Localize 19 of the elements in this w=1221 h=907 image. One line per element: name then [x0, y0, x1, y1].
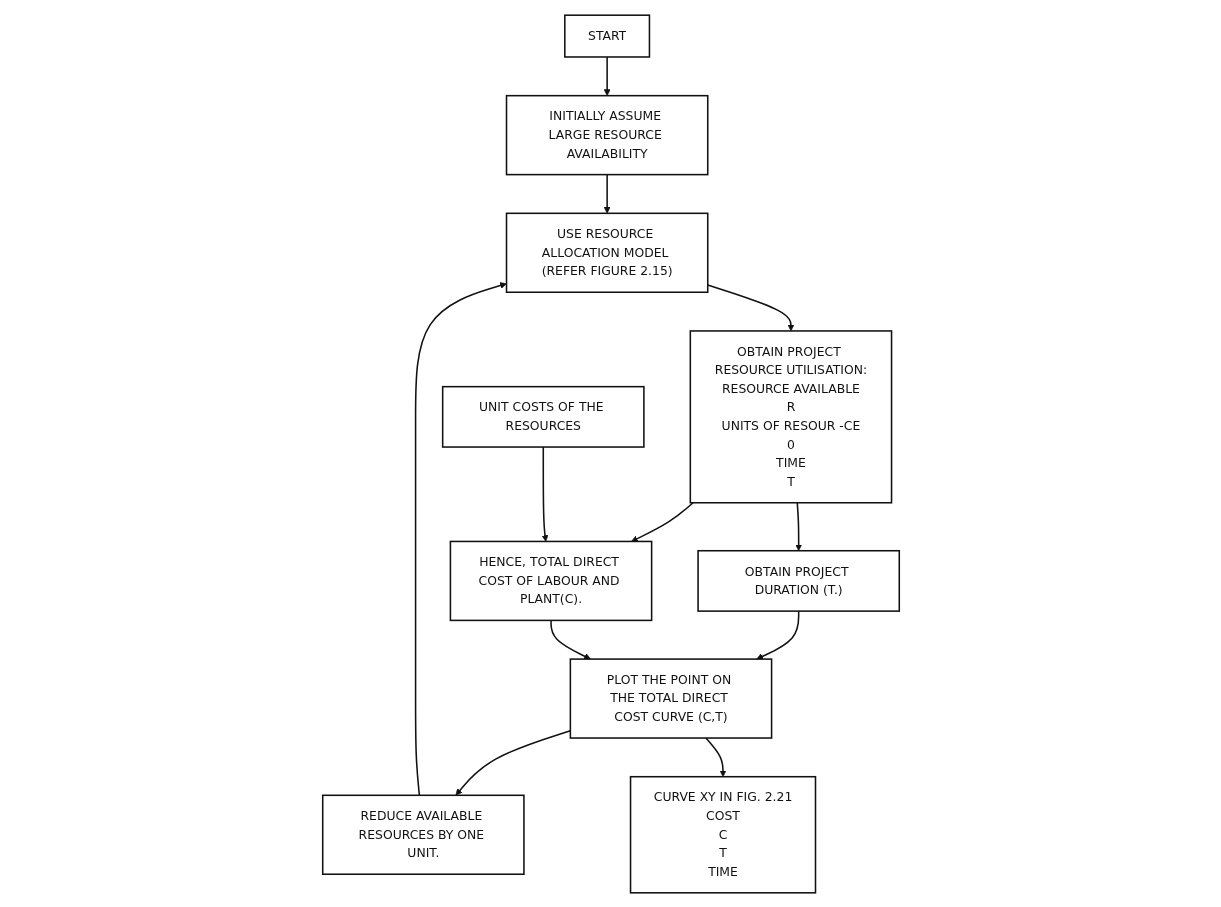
- node-box: REDUCE AVAILABLE RESOURCES BY ONE UNIT.: [321, 794, 525, 875]
- node-box: USE RESOURCE ALLOCATION MODEL (REFER FIGURE 2.15): [505, 212, 708, 293]
- arrow: [414, 281, 507, 796]
- node-box: HENCE, TOTAL DIRECT COST OF LABOUR AND PLANT(C).: [449, 540, 652, 621]
- node-box: UNIT COSTS OF THE RESOURCES: [441, 385, 645, 448]
- arrow: [549, 619, 591, 659]
- node-box: CURVE XY IN FIG. 2.21 COST C T TIME: [629, 775, 816, 894]
- arrow: [603, 173, 611, 214]
- arrow: [794, 501, 802, 551]
- node-box: OBTAIN PROJECT DURATION (T.): [696, 549, 900, 612]
- arrow: [704, 736, 726, 777]
- arrow: [603, 55, 611, 96]
- node-box: INITIALLY ASSUME LARGE RESOURCE AVAILABILITY: [505, 94, 708, 175]
- arrow: [541, 445, 548, 542]
- node-box: PLOT THE POINT ON THE TOTAL DIRECT COST CURVE (C,T): [569, 657, 772, 739]
- node-box: OBTAIN PROJECT RESOURCE UTILISATION: RESOURCE AVAILABLE R UNITS OF RESOUR -CE 0 TIME T: [689, 329, 892, 504]
- arrow: [630, 501, 694, 542]
- node-box: START: [563, 13, 650, 58]
- arrow: [755, 609, 799, 660]
